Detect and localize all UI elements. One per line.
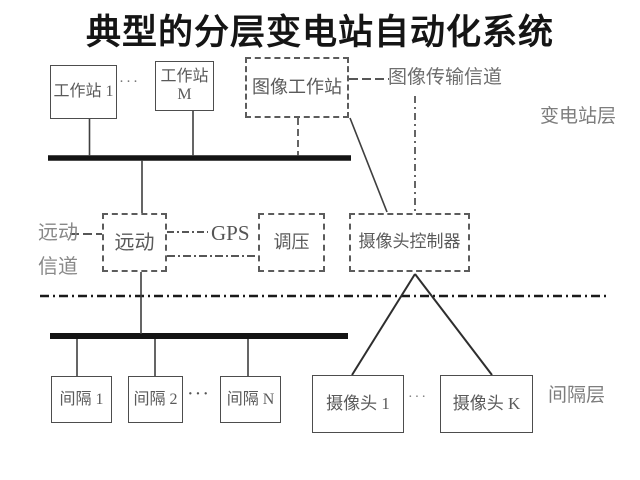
- ellipsis-bays: ···: [187, 383, 210, 405]
- ellipsis-workstations: ···: [119, 74, 140, 90]
- ellipsis-cameras: ···: [408, 390, 428, 405]
- label-bay-layer: 间隔层: [548, 385, 606, 406]
- label-gps: GPS: [211, 221, 250, 245]
- node-camera-k: 摄像头 K: [440, 375, 533, 433]
- controller-to-camera1-line: [351, 273, 416, 376]
- node-bay-n: 间隔 N: [220, 376, 281, 423]
- diagram-title: 典型的分层变电站自动化系统: [85, 13, 554, 52]
- label-station-layer: 变电站层: [540, 106, 617, 127]
- node-workstation-m: 工作站 M: [155, 61, 214, 111]
- image-workstation-to-controller-line: [349, 117, 388, 213]
- label-image-transmission-channel: 图像传输信道: [388, 67, 503, 88]
- node-image-workstation: 图像工作站: [245, 57, 349, 118]
- node-bay-1: 间隔 1: [51, 376, 112, 423]
- node-camera-1: 摄像头 1: [312, 375, 404, 433]
- label-telecontrol-channel-1: 远动: [38, 222, 78, 244]
- node-camera-controller: 摄像头控制器: [349, 213, 470, 272]
- node-bay-2: 间隔 2: [128, 376, 183, 423]
- node-telecontrol: 远动: [102, 213, 167, 272]
- label-telecontrol-channel-2: 信道: [38, 256, 78, 278]
- node-workstation-1: 工作站 1: [50, 65, 117, 119]
- controller-to-cameraK-line: [414, 273, 493, 376]
- node-voltage-regulation: 调压: [258, 213, 325, 272]
